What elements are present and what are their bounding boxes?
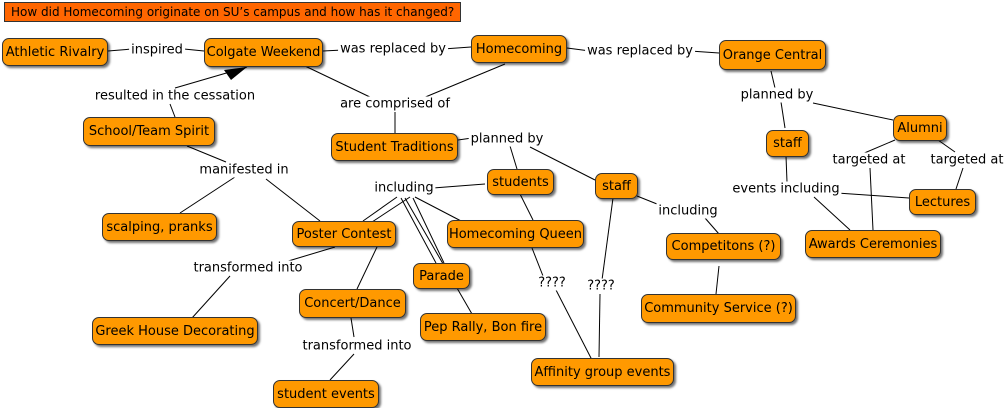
connector-line (412, 197, 445, 264)
arrowhead-icon (224, 67, 247, 80)
connector-line (284, 246, 336, 263)
connector-line (432, 183, 486, 189)
link-label-question-2: ???? (585, 278, 617, 294)
concept-colgate-weekend[interactable]: Colgate Weekend (204, 38, 323, 67)
connector-line (555, 289, 593, 361)
link-label-planned-by-1: planned by (738, 87, 816, 103)
connector-line (531, 247, 544, 277)
connector-line (770, 70, 776, 89)
link-label-transformed-into-2: transformed into (300, 338, 414, 354)
concept-scalping-pranks[interactable]: scalping, pranks (102, 213, 217, 241)
concept-lectures[interactable]: Lectures (909, 189, 976, 215)
concept-students[interactable]: students (487, 169, 554, 195)
connector-line (362, 196, 398, 222)
link-label-was-replaced-by-2: was replaced by (585, 43, 695, 59)
concept-parade[interactable]: Parade (413, 263, 470, 289)
connector-line (329, 353, 355, 381)
connector-line (179, 176, 236, 214)
connector-line (191, 275, 231, 319)
connector-line (186, 145, 227, 163)
concept-awards-ceremonies[interactable]: Awards Ceremonies (805, 230, 941, 258)
connector-line (780, 101, 786, 129)
connector-line (598, 293, 601, 358)
concept-staff[interactable]: staff (766, 130, 809, 157)
link-label-manifested-in: manifested in (197, 162, 291, 178)
concept-school-team-spirit[interactable]: School/Team Spirit (83, 117, 215, 146)
connector-line (350, 317, 355, 338)
connector-line (529, 146, 596, 181)
connector-line (601, 197, 614, 281)
concept-poster-contest[interactable]: Poster Contest (292, 221, 396, 247)
concept-community-service[interactable]: Community Service (?) (641, 294, 796, 323)
connector-line (371, 196, 411, 223)
concept-affinity-group-events[interactable]: Affinity group events (531, 358, 674, 386)
link-label-including-1: including (372, 180, 436, 196)
concept-staff-2[interactable]: staff (595, 173, 638, 199)
concept-alumni[interactable]: Alumni (893, 115, 947, 141)
concept-student-events[interactable]: student events (273, 380, 379, 408)
connector-line (304, 65, 373, 99)
concept-homecoming-queen[interactable]: Homecoming Queen (447, 220, 584, 248)
connector-line (836, 192, 910, 199)
connector-line (422, 63, 506, 99)
link-label-inspired: inspired (129, 42, 185, 58)
connector-line (107, 48, 133, 52)
connector-line (704, 217, 720, 235)
link-label-transformed-into-1: transformed into (191, 260, 305, 276)
link-label-was-replaced-by-1: was replaced by (338, 41, 448, 57)
concept-pep-rally-bonfire[interactable]: Pep Rally, Bon fire (420, 313, 546, 341)
connector-line (169, 103, 176, 118)
connector-line (519, 193, 534, 221)
link-label-planned-by-2: planned by (468, 131, 546, 147)
link-label-are-comprised-of: are comprised of (338, 96, 452, 112)
concept-student-traditions[interactable]: Student Traditions (331, 133, 458, 161)
connector-line (183, 48, 205, 52)
concept-greek-house-decorating[interactable]: Greek House Decorating (92, 317, 258, 345)
connector-line (785, 155, 788, 183)
link-label-targeted-at-2: targeted at (928, 152, 1006, 168)
connector-line (414, 196, 464, 223)
connector-line (955, 167, 964, 190)
connector-line (715, 265, 720, 295)
link-label-question-1: ???? (536, 275, 568, 291)
connector-line (869, 167, 874, 231)
connector-line (356, 246, 378, 290)
concept-orange-central[interactable]: Orange Central (719, 40, 826, 70)
connector-line (812, 102, 894, 121)
connector-line (937, 139, 956, 153)
concept-homecoming[interactable]: Homecoming (471, 35, 567, 63)
link-label-including-2: including (656, 203, 720, 219)
concept-concert-dance[interactable]: Concert/Dance (299, 289, 406, 318)
connector-line (509, 145, 518, 170)
link-label-events-including: events including (730, 181, 842, 197)
connector-line (265, 178, 321, 222)
connector-line (861, 139, 896, 155)
link-label-targeted-at-1: targeted at (830, 152, 908, 168)
concept-competitions[interactable]: Competitons (?) (666, 233, 781, 260)
connector-line (400, 197, 437, 264)
focus-question: How did Homecoming originate on SU’s cam… (4, 2, 461, 22)
concept-athletic-rivalry[interactable]: Athletic Rivalry (2, 38, 108, 66)
connector-line (404, 197, 473, 315)
connector-line (813, 196, 851, 231)
link-label-resulted-in-the-cessation: resulted in the cessation (92, 88, 258, 104)
